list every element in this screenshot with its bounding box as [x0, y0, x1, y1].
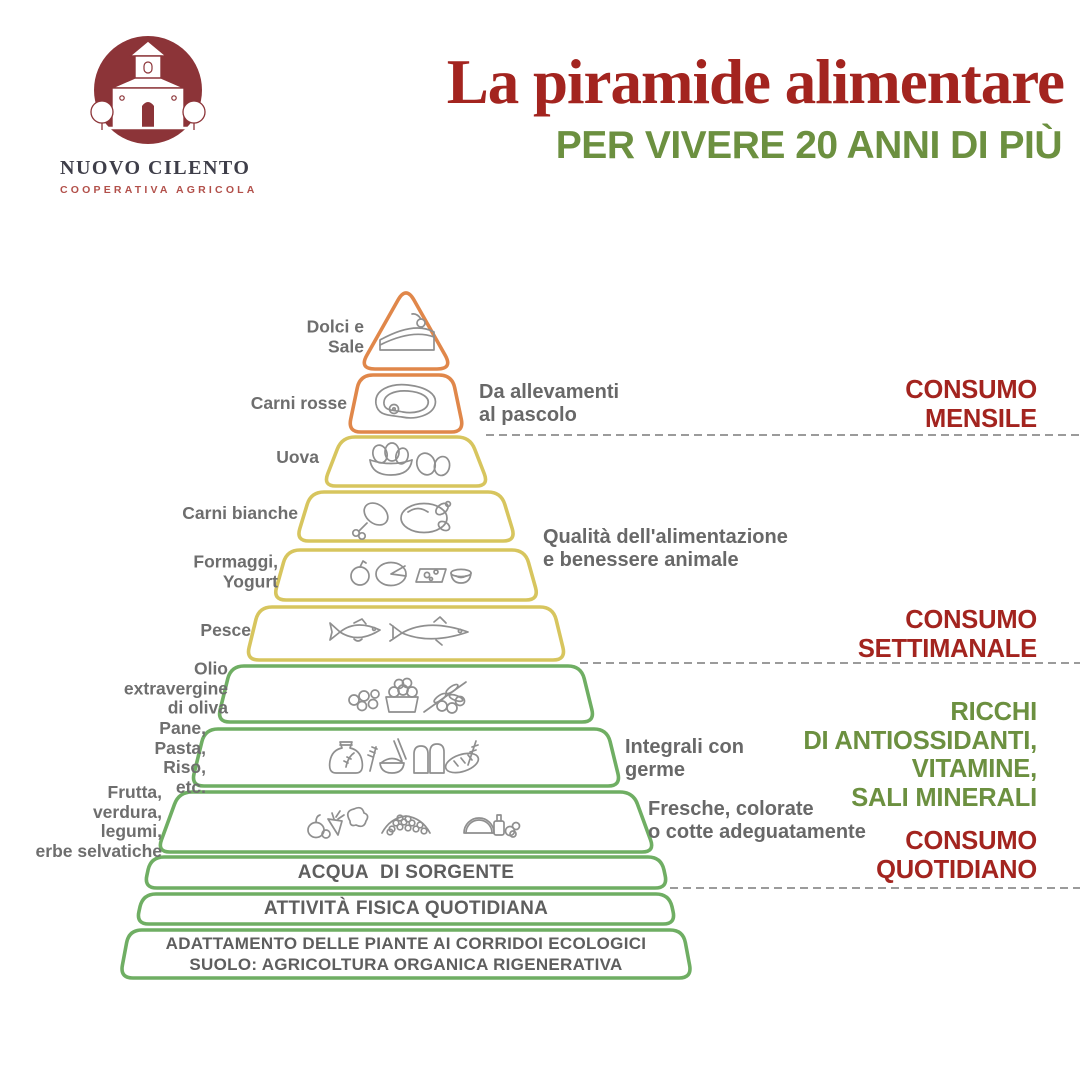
bar-text-suolo: ADATTAMENTO DELLE PIANTE AI CORRIDOI ECO… — [165, 933, 647, 974]
annotation-fresche: Fresche, colorate o cotte adeguatamente — [648, 798, 866, 843]
pyramid-label-frutta-verdura: Frutta, verdura, legumi, erbe selvatiche — [35, 781, 162, 861]
pyramid-level-suolo — [120, 928, 692, 980]
logo-emblem-icon — [90, 36, 206, 144]
right-heading-consumo-mensile: CONSUMO MENSILE — [905, 376, 1037, 433]
logo-tagline: COOPERATIVA AGRICOLA — [60, 184, 258, 196]
eggs-icon — [369, 442, 451, 477]
pyramid-label-pane-pasta-riso: Pane, Pasta, Riso, etc. — [154, 717, 206, 797]
pyramid-label-formaggi-yogurt: Formaggi, Yogurt — [193, 551, 278, 591]
pyramid-label-olio-extravergine: Olio extravergine di oliva — [123, 658, 228, 718]
cake-icon — [379, 313, 435, 351]
logo: NUOVO CILENTO COOPERATIVA AGRICOLA — [60, 34, 258, 196]
cheese-icon — [350, 560, 472, 587]
right-heading-ricchi: RICCHI DI ANTIOSSIDANTI, VITAMINE, SALI … — [803, 698, 1037, 812]
pyramid-level-attivita-fisica — [136, 892, 676, 926]
grains-icon — [328, 738, 480, 774]
olives-icon — [348, 677, 467, 714]
fish-icon — [329, 616, 469, 646]
pyramid-level-pesce — [246, 605, 566, 662]
pyramid-level-acqua — [144, 855, 668, 890]
pyramid-level-carni-rosse — [348, 373, 464, 434]
right-heading-consumo-quotidiano: CONSUMO QUOTIDIANO — [876, 827, 1037, 884]
veggies-icon — [307, 806, 521, 839]
pyramid-level-dolci-e-sale — [362, 291, 450, 371]
page-title: La piramide alimentare — [446, 47, 1065, 117]
pyramid-label-dolci-e-sale: Dolci e Sale — [306, 316, 364, 356]
poultry-icon — [351, 500, 452, 541]
pyramid-label-uova: Uova — [276, 447, 319, 468]
page-subtitle: PER VIVERE 20 ANNI DI PIÙ — [555, 124, 1063, 167]
bar-text-acqua: ACQUA DI SORGENTE — [297, 861, 515, 883]
annotation-pascolo: Da allevamenti al pascolo — [479, 381, 620, 426]
pyramid-label-pesce: Pesce — [200, 620, 251, 641]
annotation-qualita: Qualità dell'alimentazione e benessere a… — [543, 526, 788, 571]
right-heading-consumo-settimanale: CONSUMO SETTIMANALE — [857, 606, 1037, 663]
annotation-integrali: Integrali con germe — [625, 736, 744, 781]
bar-text-attivita-fisica: ATTIVITÀ FISICA QUOTIDIANA — [263, 898, 549, 920]
pyramid-label-carni-bianche: Carni bianche — [182, 503, 298, 524]
logo-name: NUOVO CILENTO — [60, 157, 251, 179]
pyramid-label-carni-rosse: Carni rosse — [250, 393, 347, 414]
pyramid-level-carni-bianche — [297, 490, 515, 543]
steak-icon — [375, 383, 437, 419]
